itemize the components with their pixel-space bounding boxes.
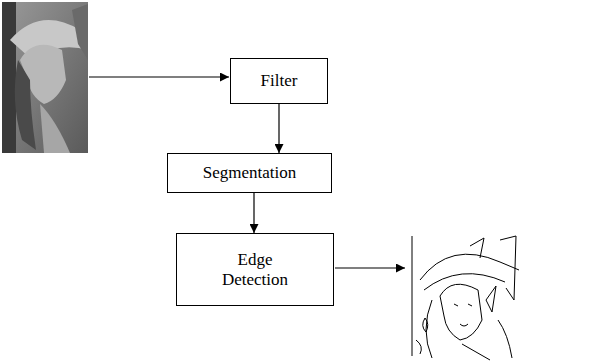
box-label: Edge Detection	[215, 250, 295, 289]
box-label: Filter	[261, 71, 298, 91]
flow-arrow	[278, 104, 279, 153]
flow-arrow	[253, 193, 254, 233]
input-image	[2, 2, 88, 153]
process-box: Segmentation	[167, 153, 332, 193]
process-box: Filter	[230, 58, 328, 104]
input-arrow	[89, 76, 229, 77]
output-arrow	[335, 267, 405, 268]
box-label: Segmentation	[203, 163, 296, 183]
output-edge-image	[407, 232, 519, 360]
process-box: Edge Detection	[176, 233, 334, 306]
